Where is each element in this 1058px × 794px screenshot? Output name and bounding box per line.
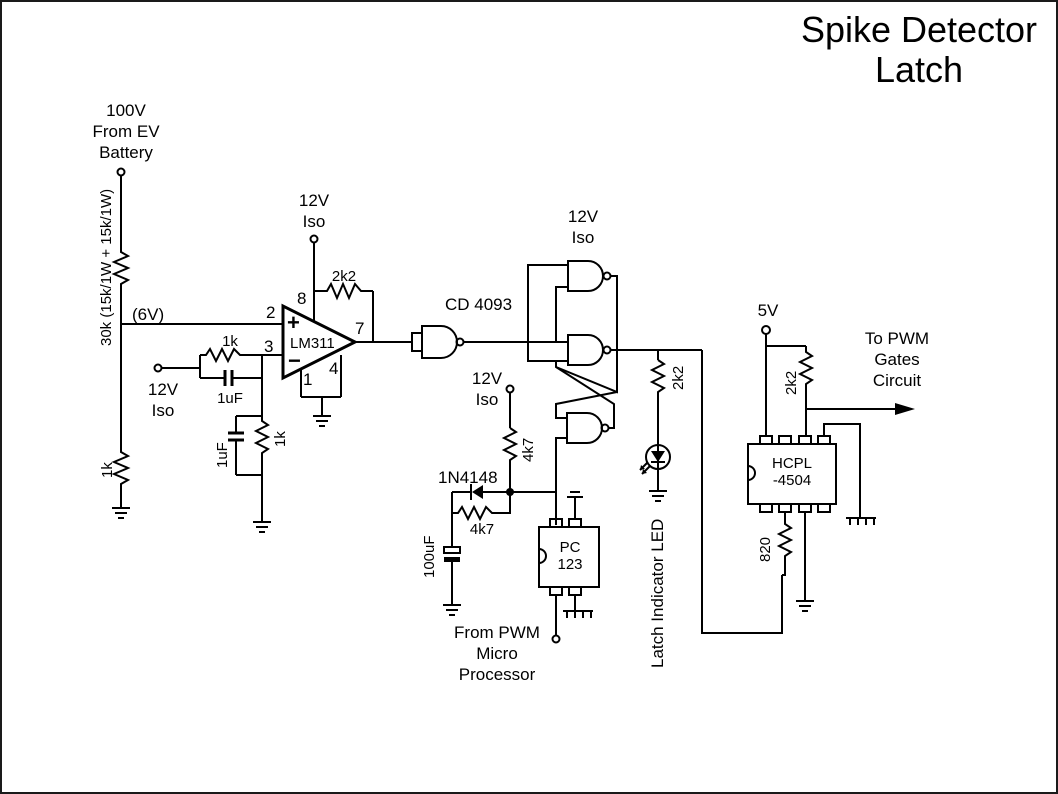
svg-text:Iso: Iso [476,390,499,409]
reference-capacitor [200,370,262,386]
reference-capacitor-label: 1uF [217,390,243,407]
divider-bottom-resistor [111,446,131,492]
shunt-resistor [253,416,271,475]
comparator-supply-label: 12V Iso [299,191,330,231]
shunt-capacitor [228,431,244,442]
pwm-destination-label: To PWM Gates Circuit [865,329,929,390]
shunt-capacitor-label: 1uF [214,442,231,468]
svg-text:Iso: Iso [572,228,595,247]
five-volt-terminal [761,325,771,335]
reset-pullup-resistor [501,427,519,492]
title-line-1: Spike Detector [801,9,1037,50]
reset-capacitor-label: 100uF [421,535,438,578]
reference-supply-terminal [153,363,163,373]
battery-terminal [116,167,126,177]
input-resistor-820 [776,512,794,576]
diode-1n4148 [452,484,510,500]
svg-text:12V: 12V [472,369,503,388]
five-volt-label: 5V [758,301,779,320]
reference-supply-label: 12V Iso [148,380,179,420]
reset-supply-label: 12V Iso [472,369,503,409]
pin-2-label: 2 [266,303,275,322]
svg-text:12V: 12V [299,191,330,210]
divider-top-resistor [111,246,131,292]
comparator-pullup-label: 2k2 [332,268,356,285]
latch-supply-label: 12V Iso [568,207,599,247]
pin-1-label: 1 [303,370,312,389]
svg-text:Battery: Battery [99,143,153,162]
pin-8-label: 8 [297,289,306,308]
schmitt-nand-gate [411,325,465,359]
latch-nand-gate-bottom [566,412,610,444]
diode-label: 1N4148 [438,468,498,487]
svg-text:Iso: Iso [303,212,326,231]
output-pullup-label: 2k2 [783,371,800,395]
svg-text:12V: 12V [148,380,179,399]
ground-icon [796,600,814,612]
led-resistor [649,359,667,446]
chassis-ground-icon [846,517,876,525]
latch-nand-gate-middle [567,334,612,366]
title-line-2: Latch [875,49,963,90]
input-resistor-label: 820 [757,537,774,562]
shunt-resistor-label: 1k [272,431,289,447]
plus-sign: + [287,310,300,335]
reference-resistor [200,346,262,364]
ground-icon [112,507,130,519]
latch-nand-gate-top [567,260,612,292]
reset-pullup-label: 4k7 [520,438,537,462]
pin-7-label: 7 [355,319,364,338]
minus-sign: − [288,348,301,373]
led-icon [639,444,671,475]
led-resistor-label: 2k2 [670,366,687,390]
svg-text:Micro: Micro [476,644,518,663]
output-arrow-icon [895,403,915,415]
ground-icon [443,604,461,616]
comparator-part-label: LM311 [290,335,335,352]
pin-4-label: 4 [329,359,338,378]
chassis-ground-icon [563,610,593,618]
lm311-comparator [281,303,359,381]
svg-text:Iso: Iso [152,401,175,420]
reset-series-resistor [452,492,511,522]
ground-icon [313,415,331,427]
comparator-supply-terminal [309,234,319,244]
latch-indicator-led-label: Latch Indicator LED [648,519,667,668]
divider-top-resistor-label: 30k (15k/1W + 15k/1W) [98,189,115,346]
ground-icon [649,490,667,502]
svg-text:To PWM: To PWM [865,329,929,348]
reference-resistor-label: 1k [222,333,238,350]
comparator-pullup-resistor [322,281,373,301]
hcpl-label-line-2: -4504 [773,472,811,489]
divider-bottom-resistor-label: 1k [99,462,116,478]
svg-text:Processor: Processor [459,665,536,684]
svg-text:12V: 12V [568,207,599,226]
svg-text:Circuit: Circuit [873,371,921,390]
output-pullup-resistor [797,346,815,436]
svg-text:From EV: From EV [92,122,160,141]
svg-text:From PWM: From PWM [454,623,540,642]
latch-part-label: CD 4093 [445,295,512,314]
hcpl-label-line-1: HCPL [772,455,812,472]
reset-capacitor [443,546,461,562]
reset-series-resistor-label: 4k7 [470,521,494,538]
pc123-label-line-2: 123 [557,556,582,573]
battery-label: 100V From EV Battery [92,101,160,162]
ground-icon [567,491,583,498]
svg-text:100V: 100V [106,101,146,120]
ground-icon [253,521,271,533]
svg-text:Gates: Gates [874,350,919,369]
pc123-label-line-1: PC [560,539,581,556]
divider-node-voltage: (6V) [132,305,164,324]
pwm-input-terminal [551,634,561,644]
reset-supply-terminal [505,384,515,394]
pin-3-label: 3 [264,337,273,356]
pwm-source-label: From PWM Micro Processor [454,623,540,684]
